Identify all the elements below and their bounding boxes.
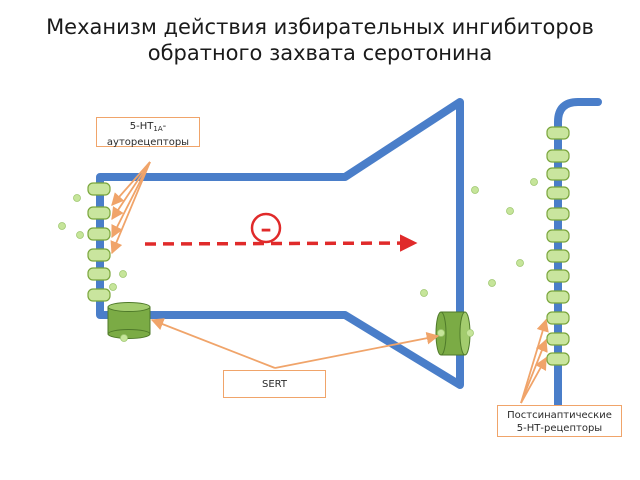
- postsynaptic-receptor: [546, 149, 570, 163]
- dashed-inhibition-arrow: [144, 234, 418, 252]
- postsynaptic-receptor: [546, 290, 570, 304]
- serotonin-dot: [420, 289, 428, 297]
- title-line-2: обратного захвата серотонина: [147, 41, 493, 65]
- postsynaptic-arrows: [520, 318, 549, 404]
- autoreceptor: [87, 267, 111, 281]
- autoreceptor: [87, 206, 111, 220]
- postsynaptic-receptor: [546, 207, 570, 221]
- autoreceptor-subscript: 1А: [153, 125, 163, 133]
- autoreceptor-suffix: -: [162, 121, 167, 132]
- serotonin-dot: [516, 259, 524, 267]
- postsynaptic-receptor: [546, 269, 570, 283]
- sert-label: SERT: [262, 379, 287, 390]
- autoreceptor: [87, 227, 111, 241]
- serotonin-dot: [437, 329, 445, 337]
- autoreceptor: [87, 182, 111, 196]
- serotonin-dot: [76, 231, 84, 239]
- autoreceptor-label-box: 5-НТ1А- ауторецепторы: [96, 117, 200, 148]
- postsynaptic-label-box: Постсинаптические 5-НТ-рецепторы: [497, 405, 622, 437]
- postsynaptic-receptor: [546, 167, 570, 181]
- postsynaptic-label-line1: Постсинаптические: [507, 410, 612, 421]
- autoreceptor-group: [87, 182, 111, 302]
- postsynaptic-receptor: [546, 249, 570, 263]
- autoreceptor-label-line2: ауторецепторы: [106, 137, 190, 148]
- postsynaptic-receptor: [546, 352, 570, 366]
- postsynaptic-receptor: [546, 332, 570, 346]
- serotonin-dot: [73, 194, 81, 202]
- serotonin-dot: [466, 329, 474, 337]
- autoreceptor: [87, 248, 111, 262]
- serotonin-molecules: [58, 178, 538, 342]
- serotonin-dot: [109, 283, 117, 291]
- autoreceptor-arrows: [110, 161, 151, 255]
- serotonin-dot: [58, 222, 66, 230]
- serotonin-dot: [530, 178, 538, 186]
- postsynaptic-receptor: [546, 126, 570, 140]
- title-line-1: Механизм действия избирательных ингибито…: [46, 15, 594, 39]
- serotonin-dot: [506, 207, 514, 215]
- postsynaptic-receptor-group: [546, 126, 570, 366]
- postsynaptic-receptor: [546, 311, 570, 325]
- sert-transporter-left: [107, 302, 151, 339]
- serotonin-dot: [488, 279, 496, 287]
- serotonin-dot: [120, 334, 128, 342]
- minus-sign-circle: –: [250, 212, 282, 244]
- postsynaptic-receptor: [546, 186, 570, 200]
- autoreceptor-label-line1: 5-НТ1А-: [97, 120, 199, 136]
- serotonin-dot: [471, 186, 479, 194]
- serotonin-dot: [119, 270, 127, 278]
- minus-sign: –: [261, 217, 272, 242]
- page-title: Механизм действия избирательных ингибито…: [0, 14, 640, 66]
- postsynaptic-label-line2: 5-НТ-рецепторы: [516, 423, 603, 434]
- presynaptic-membrane: [96, 98, 464, 389]
- sert-label-box: SERT: [223, 370, 326, 398]
- autoreceptor-prefix: 5-НТ: [129, 121, 154, 132]
- autoreceptor: [87, 288, 111, 302]
- sert-arrows: [150, 318, 440, 369]
- postsynaptic-receptor: [546, 229, 570, 243]
